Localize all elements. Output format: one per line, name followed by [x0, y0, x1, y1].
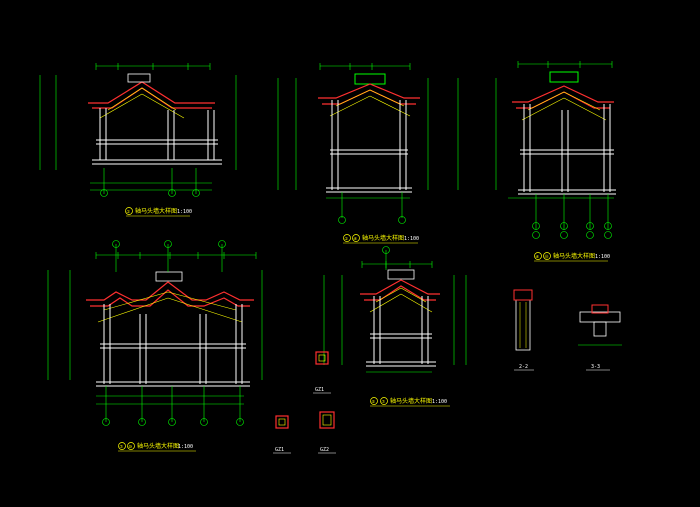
- section-4-title-group: ⑦ ⑩ 轴马头墙大样图 1:100: [118, 442, 196, 452]
- detail-gz1-upper-section: [315, 351, 329, 365]
- section-2-scale: 1:100: [404, 236, 419, 242]
- section-1: ① 轴马头墙大样图 1:100: [39, 63, 237, 217]
- detail-gz1-lower-label: GZ1: [275, 447, 284, 453]
- section-1-scale: 1:100: [177, 209, 192, 215]
- detail-gz2-section: [319, 411, 335, 429]
- section-1-title-group: ① 轴马头墙大样图 1:100: [125, 207, 192, 217]
- detail-gz1-lower-section: [275, 415, 289, 429]
- detail-gz1-upper-core: [318, 354, 326, 362]
- section-3-axes: [532, 194, 612, 239]
- section-1-axis-a-bubble: [125, 207, 133, 215]
- section-4-roof: [86, 281, 254, 307]
- detail-gz1-upper: GZ1: [313, 351, 331, 394]
- section-3-walls: [518, 104, 616, 195]
- section-3-ridge-cap: [549, 71, 579, 83]
- section-4-axis-b: ⑩: [129, 444, 133, 449]
- detail-gz2: GZ2: [318, 411, 336, 454]
- section-1-axes: [100, 168, 200, 197]
- section-5-axis-a: ⑤: [372, 399, 376, 404]
- section-3-axis-b: ⑱: [545, 253, 549, 259]
- section-4: ⑦ ⑩ 轴马头墙大样图 1:100: [47, 240, 263, 452]
- detail-gz1-lower-core: [278, 418, 286, 426]
- section-3-axis-a-bubble: [534, 252, 542, 260]
- detail-2-2: 2-2: [513, 289, 534, 371]
- section-1-axis-a: ①: [127, 209, 131, 214]
- section-5-walls: [366, 296, 436, 367]
- section-4-axis-a: ⑦: [120, 444, 124, 449]
- section-4-walls: [96, 304, 250, 387]
- section-4-dims: [47, 252, 263, 405]
- detail-gz2-core: [322, 414, 332, 426]
- section-2-rafters: [329, 89, 411, 117]
- section-4-ridge-cap: [155, 271, 183, 282]
- section-1-dim-top: [39, 63, 237, 191]
- section-3-dims: [457, 61, 614, 199]
- section-5-axis-b: ⑦: [382, 399, 386, 404]
- detail-gz1-lower: GZ1: [273, 415, 291, 454]
- section-4-scale: 1:100: [178, 444, 193, 450]
- section-4-axes: [102, 240, 244, 426]
- section-2-axes: [338, 192, 406, 224]
- section-3: ④ ⑱ 轴马头墙大样图 1:100: [457, 61, 616, 262]
- section-3-axis-a: ④: [536, 254, 540, 259]
- section-2-axis-b-bubble: [352, 234, 360, 242]
- section-2-dims: [277, 63, 429, 199]
- section-3-scale: 1:100: [595, 254, 610, 260]
- section-4-title: 轴马头墙大样图: [137, 442, 179, 450]
- detail-2-2-cap: [513, 289, 533, 301]
- section-5-ridge-cap: [387, 269, 415, 280]
- section-5-axis-b-bubble: [380, 397, 388, 405]
- section-2-title-group: ① ④ 轴马头墙大样图 1:100: [343, 234, 419, 244]
- section-3-title: 轴马头墙大样图: [553, 252, 595, 260]
- section-4-axis-b-bubble: [127, 442, 135, 450]
- section-2-axis-a-bubble: [343, 234, 351, 242]
- detail-3-3-cap: [591, 304, 609, 314]
- section-5-axis-a-bubble: [370, 397, 378, 405]
- section-2-axis-b: ④: [354, 236, 358, 241]
- section-5-dims: [323, 261, 467, 373]
- section-5-title: 轴马头墙大样图: [390, 397, 432, 405]
- detail-gz2-label: GZ2: [320, 447, 329, 453]
- section-3-axis-b-bubble: [543, 252, 551, 260]
- section-2-title: 轴马头墙大样图: [362, 234, 404, 242]
- section-5-title-group: ⑤ ⑦ 轴马头墙大样图 1:100: [370, 397, 450, 407]
- section-1-rafters: [99, 87, 185, 119]
- section-2: ① ④ 轴马头墙大样图 1:100: [277, 63, 429, 244]
- detail-3-3: 3-3: [578, 304, 622, 371]
- section-1-ridge-cap: [127, 73, 151, 83]
- section-3-title-group: ④ ⑱ 轴马头墙大样图 1:100: [534, 252, 610, 262]
- detail-3-3-column: [593, 321, 607, 337]
- section-2-walls: [326, 100, 412, 193]
- section-5-scale: 1:100: [432, 399, 447, 405]
- detail-2-2-label: 2-2: [519, 364, 528, 370]
- section-5: ⑤ ⑦ 轴马头墙大样图 1:100: [323, 246, 467, 407]
- detail-3-3-label: 3-3: [591, 364, 600, 370]
- section-1-walls: [92, 108, 222, 165]
- section-2-axis-a: ①: [345, 236, 349, 241]
- section-4-axis-a-bubble: [118, 442, 126, 450]
- section-5-axes: [382, 246, 390, 270]
- detail-gz1-upper-label: GZ1: [315, 387, 324, 393]
- section-1-title: 轴马头墙大样图: [135, 207, 177, 215]
- section-3-rafters: [521, 91, 607, 121]
